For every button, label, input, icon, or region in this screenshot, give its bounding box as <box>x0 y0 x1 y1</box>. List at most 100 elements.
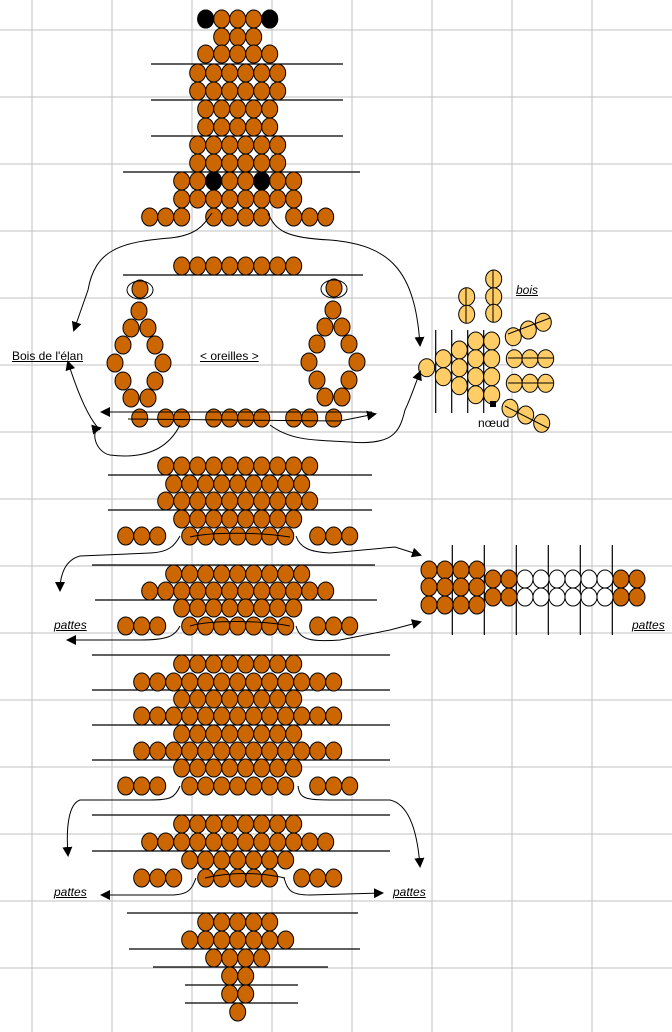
ear-base-bead <box>173 408 191 428</box>
ear-bead <box>316 387 334 407</box>
bead <box>205 948 223 968</box>
bead <box>277 672 295 692</box>
bead <box>261 117 279 137</box>
bead <box>229 868 247 888</box>
bead <box>253 654 271 674</box>
bead <box>173 207 191 227</box>
ear-bead <box>300 352 318 372</box>
bead <box>269 456 287 476</box>
bead <box>189 135 207 155</box>
thread-arrow <box>91 424 181 457</box>
bead <box>285 814 303 834</box>
bead <box>205 153 223 173</box>
bead <box>325 706 343 726</box>
bead <box>245 564 263 584</box>
bead <box>261 741 279 761</box>
antler-bead <box>450 340 468 360</box>
ear-bead <box>308 334 326 354</box>
bead <box>516 569 534 589</box>
antler-title-label: Bois de l'élan <box>12 349 84 363</box>
bead <box>157 456 175 476</box>
bead <box>157 207 175 227</box>
bead <box>253 456 271 476</box>
legs-low-right-label: pattes <box>393 885 426 899</box>
bead <box>117 616 135 636</box>
bead <box>420 577 438 597</box>
bead <box>181 776 199 796</box>
bead <box>269 189 287 209</box>
bead <box>301 456 319 476</box>
ear-bead <box>325 278 343 298</box>
bead <box>285 724 303 744</box>
bead <box>253 135 271 155</box>
antler-bead <box>450 358 468 378</box>
bead <box>277 564 295 584</box>
bead <box>213 912 231 932</box>
bead <box>269 724 287 744</box>
antler-bead <box>467 367 485 387</box>
bead <box>165 741 183 761</box>
thread-arrow <box>65 360 101 431</box>
antler-bead <box>434 349 452 369</box>
bead <box>293 868 311 888</box>
thread-arrow <box>71 212 213 332</box>
bead <box>253 758 271 778</box>
bead <box>229 99 247 119</box>
bead <box>269 689 287 709</box>
bead <box>253 581 271 601</box>
ears-label: < oreilles > <box>200 349 259 363</box>
bead <box>229 930 247 950</box>
bead <box>213 850 231 870</box>
bead <box>213 706 231 726</box>
bead <box>213 9 231 29</box>
bead <box>189 832 207 852</box>
bead <box>261 868 279 888</box>
thread-arrow <box>267 212 425 347</box>
antler-bead <box>517 405 535 425</box>
bead <box>173 171 191 191</box>
antler-bead <box>485 303 503 323</box>
ear-bead <box>333 387 351 407</box>
bead <box>532 587 550 607</box>
nostril-bead <box>205 171 223 191</box>
bead <box>245 672 263 692</box>
bead <box>269 256 287 276</box>
bead <box>237 724 255 744</box>
bead <box>237 456 255 476</box>
bead <box>253 948 271 968</box>
ear-bead <box>131 279 149 299</box>
bead <box>612 587 630 607</box>
bead <box>237 948 255 968</box>
bead <box>197 706 215 726</box>
bead <box>237 581 255 601</box>
knot-label: nœud <box>478 416 510 430</box>
bead <box>189 814 207 834</box>
bead <box>221 966 239 986</box>
bead <box>516 587 534 607</box>
bead <box>596 587 614 607</box>
bead <box>237 509 255 529</box>
bead <box>213 474 231 494</box>
bead <box>261 912 279 932</box>
bead <box>229 672 247 692</box>
bead <box>229 474 247 494</box>
beads <box>106 9 646 1022</box>
bead <box>277 850 295 870</box>
bead <box>237 984 255 1004</box>
bead <box>253 814 271 834</box>
eye-bead <box>197 9 215 29</box>
bead <box>301 832 319 852</box>
bead <box>197 672 215 692</box>
bead <box>181 850 199 870</box>
thread-arrow <box>269 370 422 444</box>
thread-loop <box>126 280 154 300</box>
bead <box>293 706 311 726</box>
bead <box>205 81 223 101</box>
bead <box>221 689 239 709</box>
ear-base-bead <box>325 408 343 428</box>
thread-line <box>189 532 291 879</box>
bead <box>309 868 327 888</box>
bead <box>165 564 183 584</box>
bead <box>221 581 239 601</box>
thread-line <box>465 270 553 429</box>
